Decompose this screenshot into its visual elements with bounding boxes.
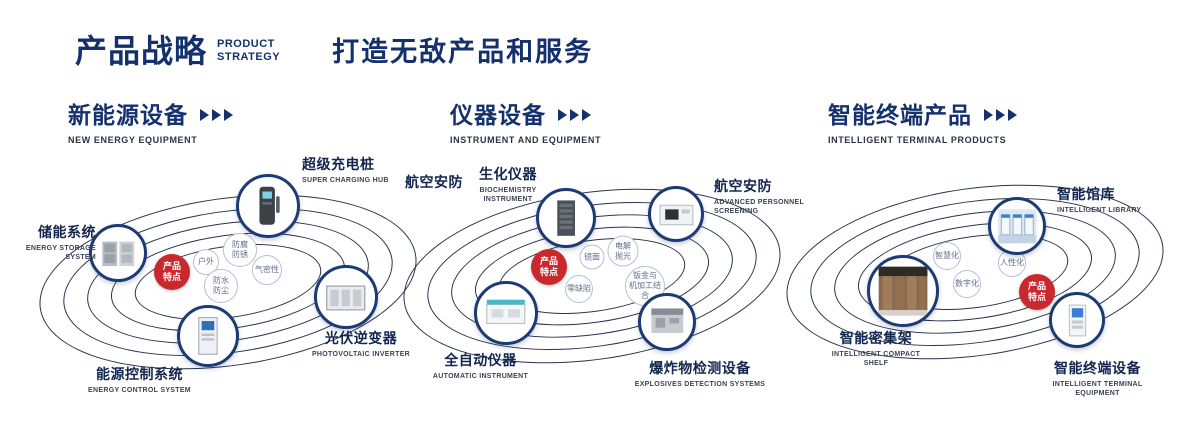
server-rack-image bbox=[557, 200, 575, 236]
feature-tag: 防水 防尘 bbox=[204, 269, 238, 303]
feature-tag: 防腐 防锈 bbox=[223, 233, 257, 267]
feature-tag: 镜面 bbox=[579, 244, 605, 270]
intelligent-compact-shelf-node bbox=[867, 255, 939, 327]
inverter-image bbox=[326, 285, 366, 311]
intelligent-library-node bbox=[988, 197, 1046, 255]
section-title-instruments: 仪器设备 INSTRUMENT AND EQUIPMENT bbox=[450, 96, 601, 145]
feature-tag: 电解 抛光 bbox=[607, 235, 639, 267]
feature-tag: 零缺陷 bbox=[565, 275, 593, 303]
section-title-text: 智能终端产品 bbox=[828, 102, 972, 128]
triple-arrow-icon bbox=[200, 105, 236, 121]
kiosk-image bbox=[1068, 304, 1086, 336]
section-title-english: INSTRUMENT AND EQUIPMENT bbox=[450, 135, 602, 145]
slogan: 打造无敌产品和服务 bbox=[332, 36, 594, 67]
photovoltaic-inverter-node bbox=[314, 265, 378, 329]
photovoltaic-inverter-label: 光伏逆变器 PHOTOVOLTAIC INVERTER bbox=[311, 330, 411, 358]
analyzer-image bbox=[486, 299, 526, 325]
page-title: 产品战略 bbox=[75, 33, 208, 69]
automatic-instrument-label: 全自动仪器 AUTOMATIC INSTRUMENT bbox=[432, 352, 529, 380]
screening-machine-image bbox=[659, 204, 693, 225]
section-title-english: INTELLIGENT TERMINAL PRODUCTS bbox=[828, 135, 1007, 145]
section-title-text: 仪器设备 bbox=[450, 102, 546, 128]
detection-machine-image bbox=[651, 308, 683, 333]
aviation-security-extra-label: 航空安防 bbox=[405, 174, 463, 190]
product-features-badge: 产品 特点 bbox=[1019, 274, 1055, 310]
personnel-screening-node bbox=[648, 186, 704, 242]
intelligent-terminal-label: 智能终端设备 INTELLIGENT TERMINAL EQUIPMENT bbox=[1052, 360, 1143, 398]
super-charging-hub-label: 超级充电桩 SUPER CHARGING HUB bbox=[302, 156, 389, 184]
automatic-instrument-node bbox=[474, 281, 538, 345]
triple-arrow-icon bbox=[984, 105, 1020, 121]
compact-shelf-image bbox=[878, 266, 928, 316]
energy-control-system-label: 能源控制系统 ENERGY CONTROL SYSTEM bbox=[88, 366, 191, 394]
energy-storage-image bbox=[102, 241, 134, 266]
biochemistry-instrument-node bbox=[536, 188, 596, 248]
energy-control-system-node bbox=[177, 305, 239, 367]
feature-tag: 智慧化 bbox=[933, 242, 961, 270]
explosives-detection-node bbox=[638, 293, 696, 351]
feature-tag: 数字化 bbox=[953, 270, 981, 298]
page-title-english: PRODUCT STRATEGY bbox=[217, 38, 281, 63]
intelligent-library-label: 智能馆库 INTELLIGENT LIBRARY bbox=[1057, 186, 1142, 214]
energy-storage-label: 储能系统 ENERGY STORAGE SYSTEM bbox=[25, 224, 96, 262]
intelligent-terminal-node bbox=[1049, 292, 1105, 348]
charging-pile-image bbox=[259, 186, 280, 226]
explosives-detection-label: 爆炸物检测设备 EXPLOSIVES DETECTION SYSTEMS bbox=[634, 360, 766, 388]
section-title-english: NEW ENERGY EQUIPMENT bbox=[68, 135, 198, 145]
feature-tag: 气密性 bbox=[252, 255, 282, 285]
section-title-new-energy: 新能源设备 NEW ENERGY EQUIPMENT bbox=[68, 96, 236, 145]
header: 产品战略 PRODUCT STRATEGY 打造无敌产品和服务 bbox=[75, 26, 593, 72]
section-title-intelligent-terminal: 智能终端产品 INTELLIGENT TERMINAL PRODUCTS bbox=[828, 96, 1020, 145]
triple-arrow-icon bbox=[558, 105, 594, 121]
super-charging-hub-node bbox=[236, 174, 300, 238]
biochemistry-instrument-label: 生化仪器 BIOCHEMISTRY INSTRUMENT bbox=[479, 166, 537, 204]
energy-storage-node bbox=[89, 224, 147, 282]
product-features-badge: 产品 特点 bbox=[154, 254, 190, 290]
intelligent-compact-shelf-label: 智能密集架 INTELLIGENT COMPACT SHELF bbox=[831, 330, 921, 368]
personnel-screening-label: 航空安防 ADVANCED PERSONNEL SCREENING bbox=[714, 178, 805, 216]
section-title-text: 新能源设备 bbox=[68, 102, 188, 128]
control-cabinet-image bbox=[198, 317, 218, 355]
product-features-badge: 产品 特点 bbox=[531, 249, 567, 285]
library-room-image bbox=[997, 208, 1037, 244]
